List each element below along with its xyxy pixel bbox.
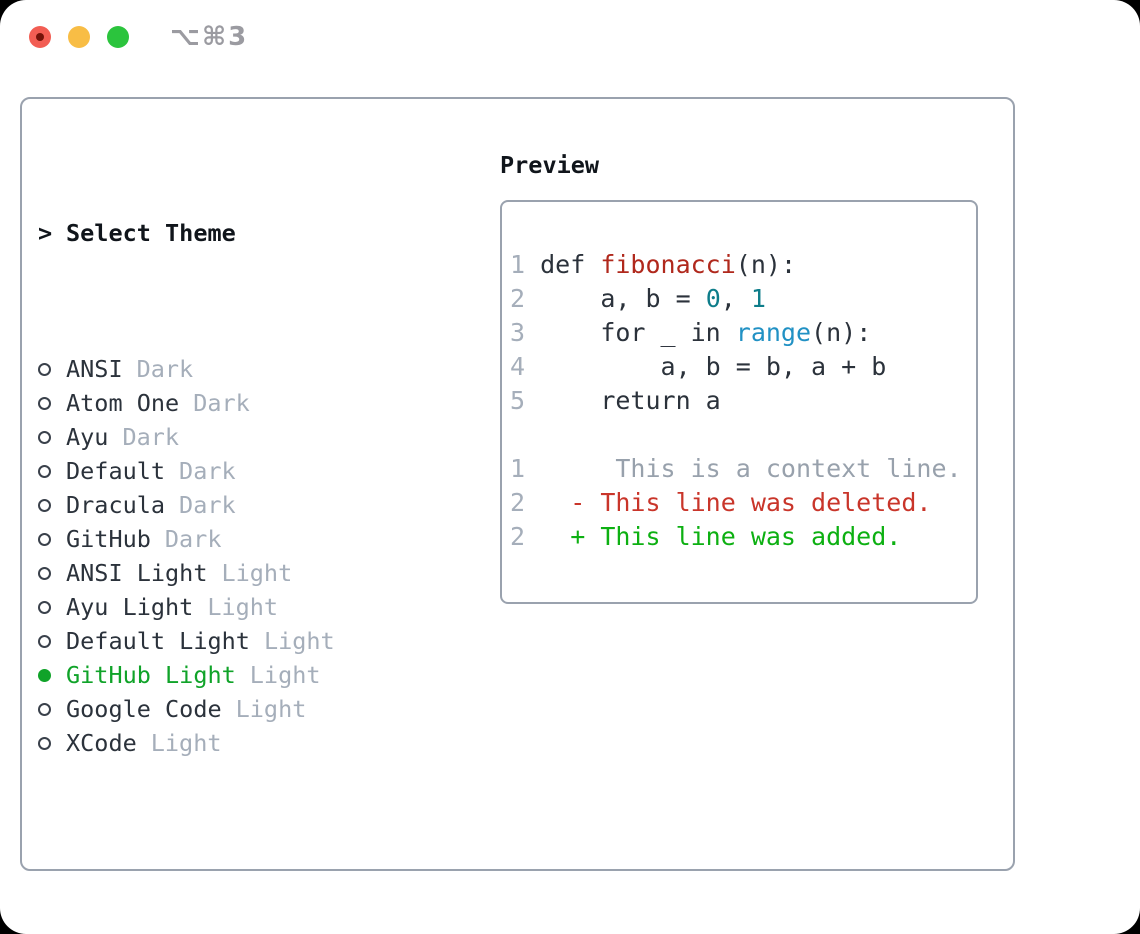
theme-variant-tag: Dark [193,389,250,417]
theme-option-row[interactable]: Default Dark [38,454,434,488]
code-segment: 1 [510,250,541,279]
code-segment: for _ in [540,318,736,347]
code-line: 1 This is a context line. [510,452,968,486]
preview-title: Preview [500,151,600,179]
code-segment: (n): [811,318,872,347]
code-segment: a, b = b, a + b [540,352,887,381]
radio-icon [38,634,51,648]
option-label: Atom One [66,389,180,417]
code-segment: 5 [510,386,541,415]
code-line: 5 return a [510,384,968,418]
option-label: GitHub Light [66,661,236,689]
option-label: ANSI Light [66,559,208,587]
code-line [510,418,968,452]
radio-icon [38,430,51,444]
theme-option-row[interactable]: ANSI Light Light [38,556,434,590]
unsaved-dot-icon [36,33,44,41]
radio-icon [38,532,51,546]
code-line: 1 def fibonacci(n): [510,248,968,282]
theme-option-row[interactable]: GitHub Light Light [38,658,434,692]
code-segment: (n): [735,250,797,279]
option-label: ANSI [66,355,123,383]
theme-option-row[interactable]: GitHub Dark [38,522,434,556]
preview-column: Preview 1 def fibonacci(n):2 a, b = 0, 1… [500,148,978,604]
code-segment: 2 [510,488,541,517]
theme-variant-tag: Light [207,593,279,621]
theme-option-row[interactable]: Default Light Light [38,624,434,658]
theme-variant-tag: Light [235,695,307,723]
code-segment: This is a context line. [540,454,962,483]
code-line: 2 a, b = 0, 1 [510,282,968,316]
code-segment: def [540,250,601,279]
theme-option-row[interactable]: XCode Light [38,726,434,760]
radio-icon [38,566,51,580]
theme-option-row[interactable]: Dracula Dark [38,488,434,522]
code-segment: + This line was added. [540,522,902,551]
code-segment: return a [540,386,721,415]
code-segment: fibonacci [600,250,736,279]
theme-variant-tag: Light [150,729,222,757]
radio-selected-icon [38,668,51,682]
radio-icon [38,702,51,716]
code-line: 4 a, b = b, a + b [510,350,968,384]
code-segment: , [720,284,751,313]
theme-variant-tag: Dark [122,423,180,451]
theme-variant-tag: Light [221,559,293,587]
theme-option-row[interactable]: ANSI Dark [38,352,434,386]
radio-icon [38,600,51,614]
option-label: Dracula [66,491,166,519]
code-segment: a, b = [540,284,706,313]
close-button[interactable] [29,26,51,48]
theme-option-row[interactable]: Ayu Dark [38,420,434,454]
code-segment: 2 [510,522,541,551]
code-segment: - This line was deleted. [540,488,932,517]
code-segment: range [735,318,812,347]
window-shortcut-title: ⌥⌘3 [170,22,249,52]
maximize-button[interactable] [107,26,129,48]
option-label: Default Light [66,627,250,655]
option-label: XCode [66,729,137,757]
option-label: Google Code [66,695,222,723]
code-line: 3 for _ in range(n): [510,316,968,350]
theme-option-row[interactable]: Google Code Light [38,692,434,726]
radio-icon [38,362,51,376]
code-segment: 1 [510,454,541,483]
option-label: Default [66,457,166,485]
section-title: Select Theme [66,219,236,247]
theme-option-row[interactable]: Atom One Dark [38,386,434,420]
code-segment: 2 [510,284,541,313]
code-segment: 3 [510,318,541,347]
radio-icon [38,736,51,750]
code-line: 2 + This line was added. [510,520,968,554]
select-theme-header: > Select Theme [38,216,434,250]
cursor-indicator: > [38,219,53,247]
option-label: GitHub [66,525,151,553]
theme-variant-tag: Dark [164,525,222,553]
theme-variant-tag: Dark [179,491,236,519]
code-segment: 4 [510,352,541,381]
code-line: 2 - This line was deleted. [510,486,968,520]
theme-option-row[interactable]: Ayu Light Light [38,590,434,624]
theme-variant-tag: Light [263,627,335,655]
option-label: Ayu Light [66,593,194,621]
code-segment: 0 [705,284,721,313]
theme-variant-tag: Light [249,661,321,689]
radio-icon [38,464,51,478]
titlebar: ⌥⌘3 [29,22,249,52]
radio-icon [38,396,51,410]
code-segment: 1 [750,284,766,313]
spacer [38,862,434,896]
theme-variant-tag: Dark [179,457,236,485]
radio-icon [38,498,51,512]
option-label: Ayu [66,423,109,451]
minimize-button[interactable] [68,26,90,48]
theme-variant-tag: Dark [136,355,194,383]
